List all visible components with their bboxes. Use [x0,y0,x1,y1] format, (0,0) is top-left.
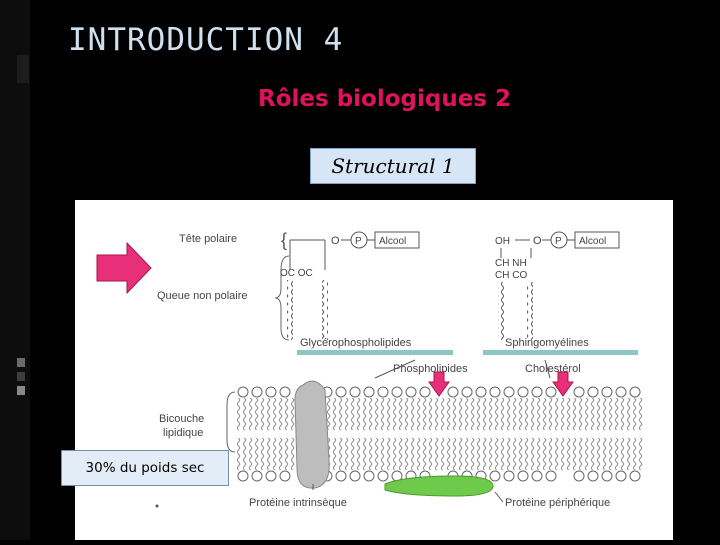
side-decoration-square [17,372,25,381]
label-lipidique: lipidique [163,427,203,439]
side-decoration-bar [0,0,30,540]
dot-mark [155,504,159,508]
label-ch-co: CH CO [495,270,527,281]
label-oc-oc: OC OC [280,268,313,279]
brace-polar: { [281,230,287,250]
side-decoration-square [17,386,25,395]
pink-down-arrow-icon [428,371,450,397]
slide-subtitle: Rôles biologiques 2 [258,86,512,112]
label-queue-non-polaire: Queue non polaire [157,290,248,302]
pointer-line [494,491,504,503]
label-glycerophospholipides: Glycérophospholipides [300,337,412,349]
alcool-box [574,231,620,249]
fatty-tail [527,282,533,340]
lipid-bilayer [237,386,641,482]
label-proteine-peripherique: Protéine périphérique [505,497,610,509]
teal-highlight [297,350,453,355]
pointer-line [374,359,416,379]
label-p: P [555,236,562,247]
label-bicouche: Bicouche [159,413,204,425]
label-ch-nh: CH NH [495,258,527,269]
slide-title: INTRODUCTION 4 [68,22,344,58]
side-decoration-square [17,358,25,367]
pink-arrow-icon [96,241,152,295]
alcool-box [374,231,420,249]
dry-weight-callout: 30% du poids sec [61,450,229,486]
fatty-tail [322,280,328,340]
intrinsic-protein [294,380,330,489]
label-o: O [533,235,542,247]
label-oh: OH [495,236,510,247]
pink-down-arrow-icon [552,371,574,397]
peripheral-protein [384,475,494,497]
fatty-tail [287,280,293,340]
label-phospholipides: Phospholipides [393,363,468,375]
label-sphingomyelines: Sphingomyélines [505,337,589,349]
brace-tail [274,255,290,341]
label-o: O [331,235,340,247]
side-decoration-square [17,55,29,83]
fatty-tail [498,282,504,340]
teal-highlight [483,350,638,355]
label-proteine-intrinseque: Protéine intrinsèque [249,497,347,509]
label-cholesterol: Cholestérol [525,363,581,375]
pointer-line [544,359,551,379]
label-p: P [355,236,362,247]
brace-bilayer [226,391,236,453]
label-tete-polaire: Tête polaire [179,233,237,245]
structural-label-box: Structural 1 [310,148,476,184]
label-alcool: Alcool [379,236,406,247]
label-alcool: Alcool [579,236,606,247]
membrane-diagram: Tête polaire { Queue non polaire O P Alc… [75,200,673,540]
